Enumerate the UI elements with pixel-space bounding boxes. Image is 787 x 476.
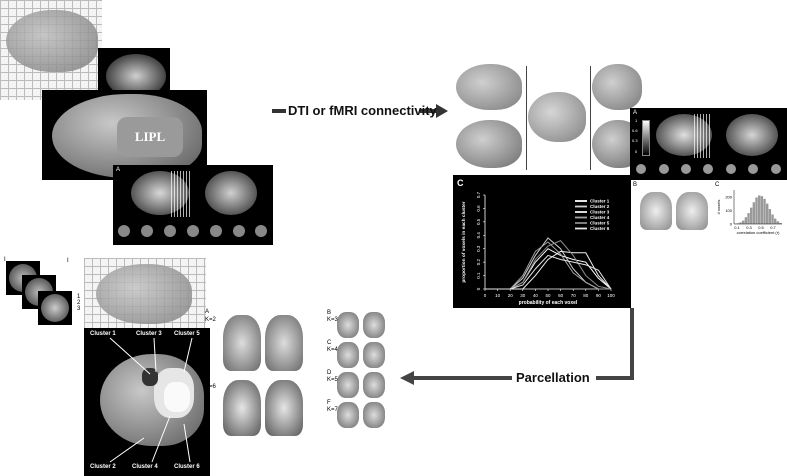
cluster-chart: C 0 10 20 30 40 50 60 70 80 90 100 0 0.1 0.2 0.3 0.4 0.5 0…: [453, 175, 631, 308]
panel-b-surface-right: B: [630, 182, 712, 237]
y-tick-label: 0.6: [476, 205, 481, 212]
x-tick-label: 90: [596, 293, 602, 298]
hist-y-tick-label: 0: [730, 222, 733, 227]
x-tick-label: 10: [495, 293, 501, 298]
tractography-panel: [456, 62, 646, 172]
panel-letter-a-right: A: [633, 110, 637, 116]
chart-panel-letter: C: [457, 178, 464, 188]
histogram-bar: [763, 199, 765, 224]
panel-k3: B K=3: [327, 310, 387, 340]
x-tick-label: 30: [520, 293, 526, 298]
panel-a-mri-right: A 1 0.6 0.3 0: [630, 108, 787, 180]
grid-brain-bottom: [84, 258, 206, 332]
histogram-bar: [777, 221, 779, 224]
cluster-brain-panel: Cluster 1 Cluster 3 Cluster 5 Cluster 2 …: [84, 328, 210, 476]
y-tick-label: 0.4: [476, 232, 481, 239]
hist-y-label: # voxels: [716, 200, 721, 215]
legend-label: Cluster 4: [590, 215, 610, 220]
x-tick-label: 20: [508, 293, 514, 298]
y-tick-label: 0.5: [476, 218, 481, 225]
x-tick-label: 70: [571, 293, 577, 298]
y-tick-label: 0: [476, 287, 481, 290]
y-tick-label: 0.7: [476, 191, 481, 198]
histogram-bar: [774, 219, 776, 224]
panel-k6: E K=6: [205, 374, 303, 438]
legend-label: Cluster 3: [590, 210, 610, 215]
legend-label: Cluster 2: [590, 204, 610, 209]
histogram-bar: [766, 204, 768, 224]
histogram-bar: [769, 209, 771, 224]
x-tick-label: 80: [583, 293, 589, 298]
connectivity-label: DTI or fMRI connectivity: [288, 103, 437, 118]
connectivity-arrow: DTI or fMRI connectivity: [272, 104, 448, 118]
x-axis-label: probability of each voxel: [519, 300, 578, 306]
panel-a-mri-left: A: [113, 165, 273, 245]
histogram-bar: [745, 217, 747, 224]
histogram-bar: [750, 208, 752, 224]
panel-k4: C K=4: [327, 340, 387, 370]
legend-label: Cluster 1: [590, 199, 610, 204]
legend-label: Cluster 6: [590, 226, 610, 231]
hist-y-tick-label: 200: [725, 194, 732, 199]
hist-x-label: correlation coefficient (r): [737, 230, 781, 235]
histogram-bar: [753, 202, 755, 224]
colorbar: [642, 120, 650, 156]
x-tick-label: 0: [484, 293, 487, 298]
hist-y-tick-label: 100: [725, 208, 732, 213]
histogram-bar: [742, 221, 744, 224]
panel-k7: F K=7: [327, 400, 387, 430]
legend-label: Cluster 5: [590, 221, 610, 226]
y-tick-label: 0.2: [476, 259, 481, 266]
parcellation-label: Parcellation: [516, 370, 590, 385]
x-tick-label: 40: [533, 293, 539, 298]
histogram-bar: [755, 197, 757, 224]
y-tick-label: 0.3: [476, 245, 481, 252]
y-tick-label: 0.1: [476, 272, 481, 279]
panel-k5: D K=5: [327, 370, 387, 400]
y-axis-label: proportion of voxels in each cluster: [461, 201, 467, 282]
grid-brain-top: [0, 0, 102, 100]
histogram-bar: [747, 213, 749, 224]
panel-letter-a: A: [116, 167, 120, 173]
histogram-bar: [758, 195, 760, 224]
x-tick-label: 50: [545, 293, 551, 298]
mri-stack: I 1 2 3: [4, 257, 84, 337]
x-tick-label: 100: [607, 293, 615, 298]
histogram-bar: [761, 196, 763, 224]
panel-k2: A K=2: [205, 309, 303, 373]
x-tick-label: 60: [558, 293, 564, 298]
series-line: [485, 249, 611, 289]
histogram-bar: [771, 214, 773, 224]
series-line: [485, 255, 611, 289]
lipl-roi: LIPL: [117, 117, 183, 157]
chart-panel: C 0 10 20 30 40 50 60 70 80 90 100 0 0.1 0.2 0.3 0.4 0.5 0…: [453, 175, 631, 308]
